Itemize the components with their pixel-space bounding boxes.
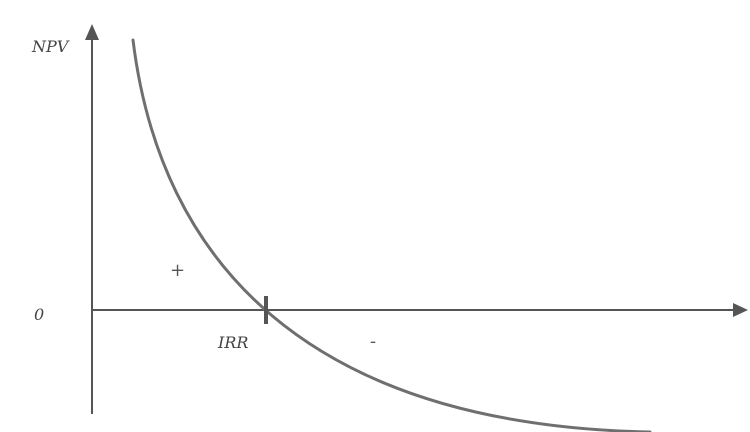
y-zero-tick-label: 0	[34, 305, 44, 324]
y-axis-arrowhead	[85, 24, 99, 40]
negative-npv-label: -	[370, 331, 376, 352]
x-axis-arrowhead	[733, 303, 748, 317]
npv-curve	[131, 38, 652, 432]
positive-npv-label: +	[170, 260, 185, 281]
irr-label: IRR	[217, 333, 248, 352]
y-axis-label: NPV	[31, 37, 70, 56]
